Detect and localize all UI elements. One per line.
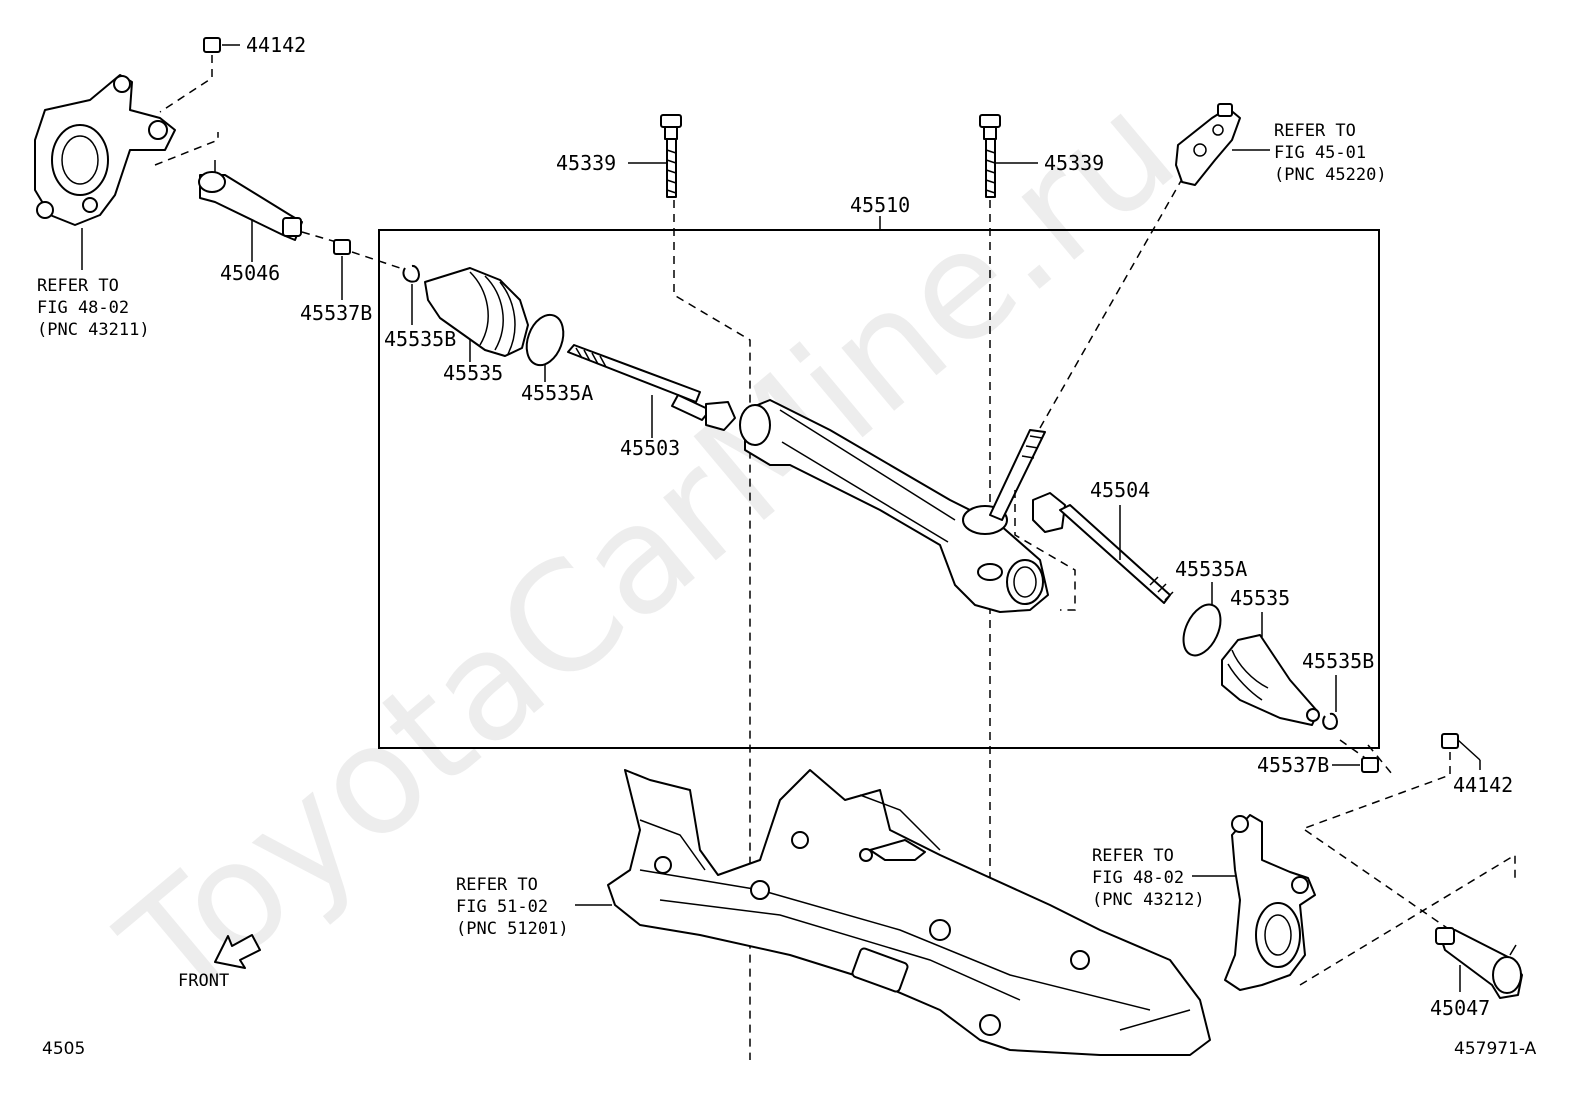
assembly-box (378, 229, 1380, 749)
svg-text:REFER TO: REFER TO (37, 276, 119, 296)
page-code: 4505 (42, 1039, 85, 1059)
label-45535-right: 45535 (1230, 586, 1290, 610)
label-45535B-right: 45535B (1302, 649, 1374, 673)
pinion-shaft (989, 429, 1046, 521)
label-44142-right: 44142 (1453, 773, 1513, 797)
label-45339-right: 45339 (1044, 151, 1104, 175)
front-label: FRONT (178, 971, 229, 991)
nut-45537B-left (333, 239, 351, 255)
nut-44142-left (203, 37, 240, 53)
label-45537B-left: 45537B (300, 301, 372, 325)
svg-text:(PNC 43211): (PNC 43211) (37, 320, 150, 340)
ref-column: REFER TO FIG 45-01 (PNC 45220) (1274, 121, 1387, 185)
label-45339-left: 45339 (556, 151, 616, 175)
nut-44142-right (1441, 733, 1459, 749)
clip-45535B-left (402, 265, 420, 283)
svg-text:REFER TO: REFER TO (1274, 121, 1356, 141)
svg-text:(PNC 43212): (PNC 43212) (1092, 890, 1205, 910)
svg-text:FIG 48-02: FIG 48-02 (1092, 868, 1184, 888)
label-45535A-left: 45535A (521, 381, 593, 405)
label-45535B-left: 45535B (384, 327, 456, 351)
intermediate-shaft-joint (1175, 103, 1241, 186)
label-45537B-right: 45537B (1257, 753, 1329, 777)
clamp-45535A-left (525, 313, 565, 367)
label-44142-top: 44142 (246, 33, 306, 57)
svg-text:(PNC 45220): (PNC 45220) (1274, 165, 1387, 185)
label-45047: 45047 (1430, 996, 1490, 1020)
ref-crossmember: REFER TO FIG 51-02 (PNC 51201) (456, 875, 569, 939)
rack-end-45504 (1032, 492, 1174, 604)
steering-gear-housing (739, 399, 1049, 613)
label-45535A-right: 45535A (1175, 557, 1247, 581)
svg-text:REFER TO: REFER TO (456, 875, 538, 895)
label-45503: 45503 (620, 436, 680, 460)
rack-end-45503 (567, 344, 736, 431)
ref-knuckle-right: REFER TO FIG 48-02 (PNC 43212) (1092, 846, 1205, 910)
ref-knuckle-left: REFER TO FIG 48-02 (PNC 43211) (37, 276, 150, 340)
svg-text:REFER TO: REFER TO (1092, 846, 1174, 866)
label-45046: 45046 (220, 261, 280, 285)
bolt-45339-right (979, 114, 1001, 198)
svg-text:FIG 51-02: FIG 51-02 (456, 897, 548, 917)
boot-45535-left (424, 267, 529, 357)
tie-rod-end-45046 (198, 160, 303, 241)
label-45535-left: 45535 (443, 361, 503, 385)
clip-45535B-right (1322, 712, 1338, 730)
clamp-45535A-right (1182, 603, 1222, 657)
figure-code: 457971-A (1454, 1039, 1537, 1059)
label-45510: 45510 (850, 193, 910, 217)
boot-45535-right (1221, 634, 1320, 726)
bolt-45339-left (660, 114, 682, 198)
nut-45537B-right (1361, 757, 1379, 773)
tie-rod-end-45047 (1435, 927, 1523, 999)
front-arrow-icon (214, 934, 261, 969)
label-45504: 45504 (1090, 478, 1150, 502)
svg-text:FIG 45-01: FIG 45-01 (1274, 143, 1366, 163)
steering-knuckle-left (34, 74, 176, 226)
steering-knuckle-right (1224, 814, 1316, 991)
svg-text:FIG 48-02: FIG 48-02 (37, 298, 129, 318)
svg-text:(PNC 51201): (PNC 51201) (456, 919, 569, 939)
front-suspension-crossmember (607, 769, 1211, 1056)
